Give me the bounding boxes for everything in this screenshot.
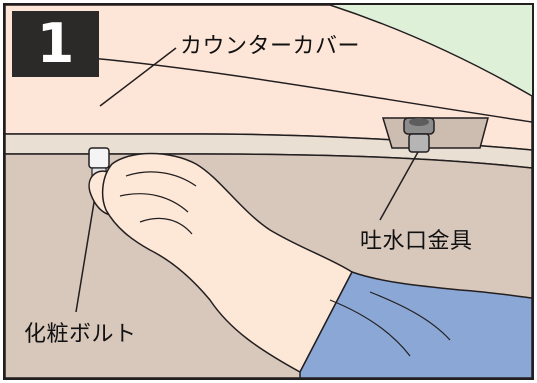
step-number-badge: 1 [12, 11, 99, 77]
decorative-bolt-label: 化粧ボルト [24, 322, 137, 347]
leader-counter-cover [99, 47, 177, 107]
counter-cover-edge [89, 57, 533, 123]
background-wall-green [330, 5, 532, 96]
sleeve [299, 271, 533, 379]
spout-fitting-label: 吐水口金具 [360, 229, 473, 254]
spout-recess [381, 117, 489, 149]
counter-cover-label: カウンターカバー [180, 34, 361, 59]
sleeve-fold [329, 299, 411, 357]
leader-spout-fitting [379, 151, 419, 221]
hand [88, 152, 353, 374]
spout-fitting [403, 117, 435, 153]
sleeve-fold-2 [369, 291, 451, 341]
